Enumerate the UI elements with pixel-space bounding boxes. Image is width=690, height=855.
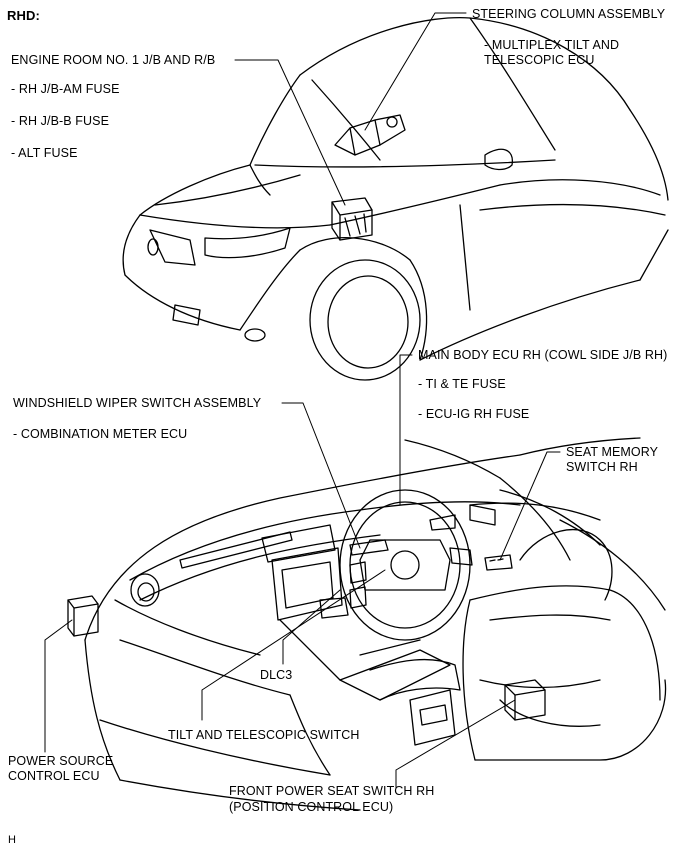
- label-steering-column-assembly: STEERING COLUMN ASSEMBLY: [472, 7, 666, 21]
- label-position-control-ecu: (POSITION CONTROL ECU): [229, 800, 394, 814]
- label-power-source-control-ecu: POWER SOURCE CONTROL ECU: [8, 754, 114, 783]
- label-ti-te-fuse: - TI & TE FUSE: [418, 377, 506, 391]
- leader-engine-room-jb: [234, 59, 346, 206]
- label-dlc3: DLC3: [260, 668, 293, 682]
- leader-tilt-switch: [201, 569, 386, 721]
- label-combination-meter-ecu: - COMBINATION METER ECU: [13, 427, 188, 441]
- label-engine-room-jb: ENGINE ROOM NO. 1 J/B AND R/B: [11, 53, 216, 67]
- car-exterior-drawing: [122, 16, 669, 381]
- leader-steering-column: [364, 12, 467, 131]
- label-windshield-wiper-switch: WINDSHIELD WIPER SWITCH ASSEMBLY: [13, 396, 262, 410]
- leader-lines: [44, 12, 561, 789]
- label-tilt-telescopic-switch: TILT AND TELESCOPIC SWITCH: [168, 728, 360, 742]
- label-main-body-ecu-rh: MAIN BODY ECU RH (COWL SIDE J/B RH): [418, 348, 668, 362]
- label-front-power-seat-switch: FRONT POWER SEAT SWITCH RH: [229, 784, 435, 798]
- label-seat-memory-switch: SEAT MEMORY SWITCH RH: [566, 445, 658, 474]
- leader-seat-memory: [499, 451, 561, 561]
- leader-main-body-ecu: [399, 354, 413, 506]
- label-rh-jb-b-fuse: - RH J/B-B FUSE: [11, 114, 110, 128]
- leader-wiper-switch: [281, 402, 361, 549]
- leader-front-seat: [395, 699, 516, 789]
- label-alt-fuse: - ALT FUSE: [11, 146, 78, 160]
- leader-dlc3: [282, 589, 341, 665]
- label-multiplex-tilt-ecu: - MULTIPLEX TILT AND TELESCOPIC ECU: [484, 38, 620, 67]
- label-rh-jb-am-fuse: - RH J/B-AM FUSE: [11, 82, 120, 96]
- leader-power-source: [44, 619, 73, 753]
- figure-code: H: [8, 834, 17, 846]
- label-ecu-ig-rh-fuse: - ECU-IG RH FUSE: [418, 407, 530, 421]
- car-interior-drawing: [67, 437, 667, 811]
- diagram-title: RHD:: [7, 8, 40, 23]
